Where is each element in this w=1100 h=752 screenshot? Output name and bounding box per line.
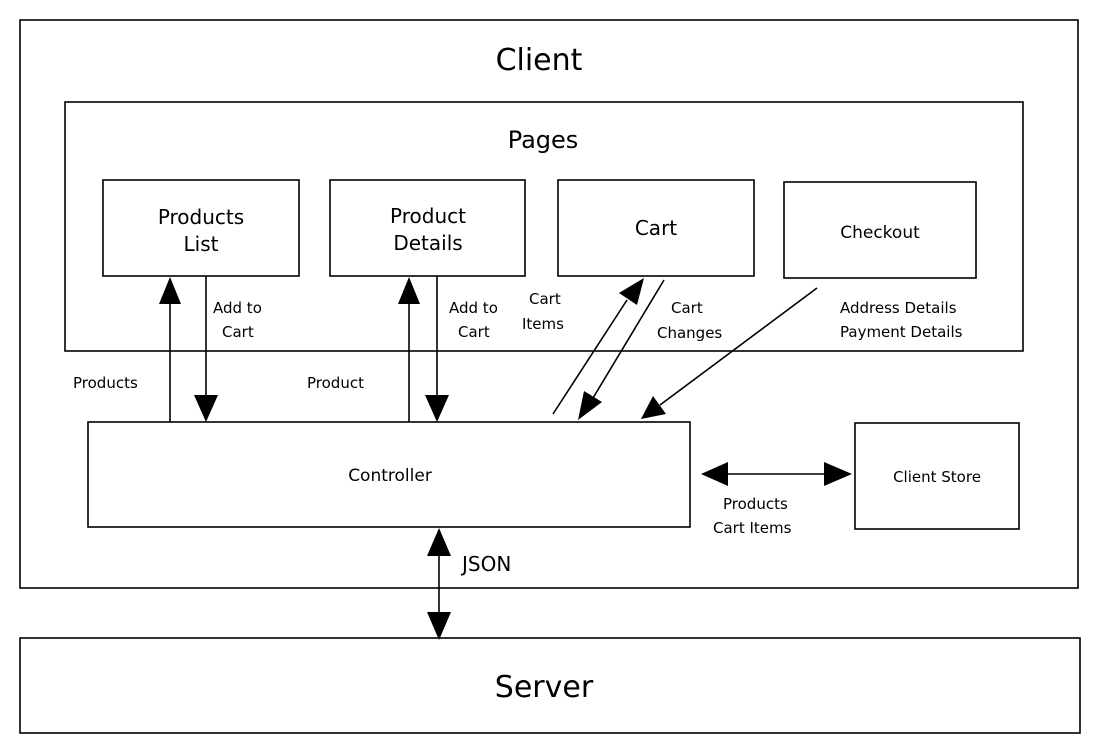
edge-cart-changes-label-line2: Changes	[657, 324, 722, 342]
client-label: Client	[496, 43, 583, 78]
edge-cart-changes: Cart Changes	[578, 279, 722, 420]
server-box	[19, 637, 1081, 734]
client-store-node: Client Store	[854, 422, 1020, 530]
product-details-label-line1: Product	[390, 204, 466, 228]
edge-cart-items: Cart Items	[522, 278, 644, 415]
checkout-label: Checkout	[840, 223, 920, 243]
edge-product-label: Product	[307, 374, 364, 392]
edge-cart-items-label-line1: Cart	[529, 290, 561, 308]
cart-page: Cart	[557, 179, 755, 277]
edge-json-arrowhead-up	[427, 528, 451, 556]
product-details-box	[329, 179, 526, 277]
edge-add-to-cart-2-label-line1: Add to	[449, 299, 498, 317]
controller-node: Controller	[87, 421, 691, 528]
products-list-page: Products List	[102, 179, 300, 277]
edge-store-sync-label-line2: Cart Items	[713, 519, 792, 537]
edge-add-to-cart-2-arrowhead	[425, 395, 449, 422]
edge-products-arrowhead	[159, 277, 181, 304]
edge-checkout-arrowhead	[641, 396, 666, 419]
edge-product: Product	[307, 277, 420, 422]
edge-store-sync: Products Cart Items	[701, 462, 852, 537]
edge-cart-items-arrowhead	[619, 278, 644, 305]
edge-cart-changes-label-line1: Cart	[671, 299, 703, 317]
edge-store-sync-arrowhead-left	[701, 462, 728, 486]
products-list-label-line1: Products	[158, 205, 244, 229]
products-list-box	[102, 179, 300, 277]
edge-json: JSON	[427, 528, 511, 640]
edge-store-sync-arrowhead-right	[824, 462, 852, 486]
client-store-label: Client Store	[893, 468, 981, 486]
edge-checkout: Address Details Payment Details	[641, 287, 963, 419]
edge-json-label: JSON	[460, 552, 511, 576]
client-store-box	[854, 422, 1020, 530]
edge-product-arrowhead	[398, 277, 420, 304]
edge-add-to-cart-2-label-line2: Cart	[458, 323, 490, 341]
edge-store-sync-label-line1: Products	[723, 495, 788, 513]
edge-cart-changes-arrowhead	[578, 391, 602, 420]
edge-checkout-line	[659, 287, 818, 406]
cart-box	[557, 179, 755, 277]
edge-add-to-cart-1: Add to Cart	[194, 276, 262, 422]
product-details-label-line2: Details	[393, 231, 462, 255]
edge-checkout-label-line2: Payment Details	[840, 323, 963, 341]
controller-label: Controller	[348, 466, 432, 486]
edge-products-label: Products	[73, 374, 138, 392]
edge-json-arrowhead-down	[427, 612, 451, 640]
edge-add-to-cart-1-label-line1: Add to	[213, 299, 262, 317]
server-node: Server	[19, 637, 1081, 734]
pages-label: Pages	[508, 126, 579, 154]
server-label: Server	[495, 670, 594, 705]
checkout-page: Checkout	[783, 181, 977, 279]
product-details-page: Product Details	[329, 179, 526, 277]
edge-add-to-cart-1-label-line2: Cart	[222, 323, 254, 341]
controller-box	[87, 421, 691, 528]
edge-checkout-label-line1: Address Details	[840, 299, 957, 317]
edge-add-to-cart-2: Add to Cart	[425, 276, 498, 422]
edge-cart-items-label-line2: Items	[522, 315, 564, 333]
cart-label: Cart	[635, 216, 677, 240]
edge-cart-changes-line	[592, 279, 665, 399]
edge-cart-items-line	[552, 299, 628, 415]
edge-add-to-cart-1-arrowhead	[194, 395, 218, 422]
products-list-label-line2: List	[184, 232, 219, 256]
edge-products: Products	[73, 277, 181, 422]
checkout-box	[783, 181, 977, 279]
